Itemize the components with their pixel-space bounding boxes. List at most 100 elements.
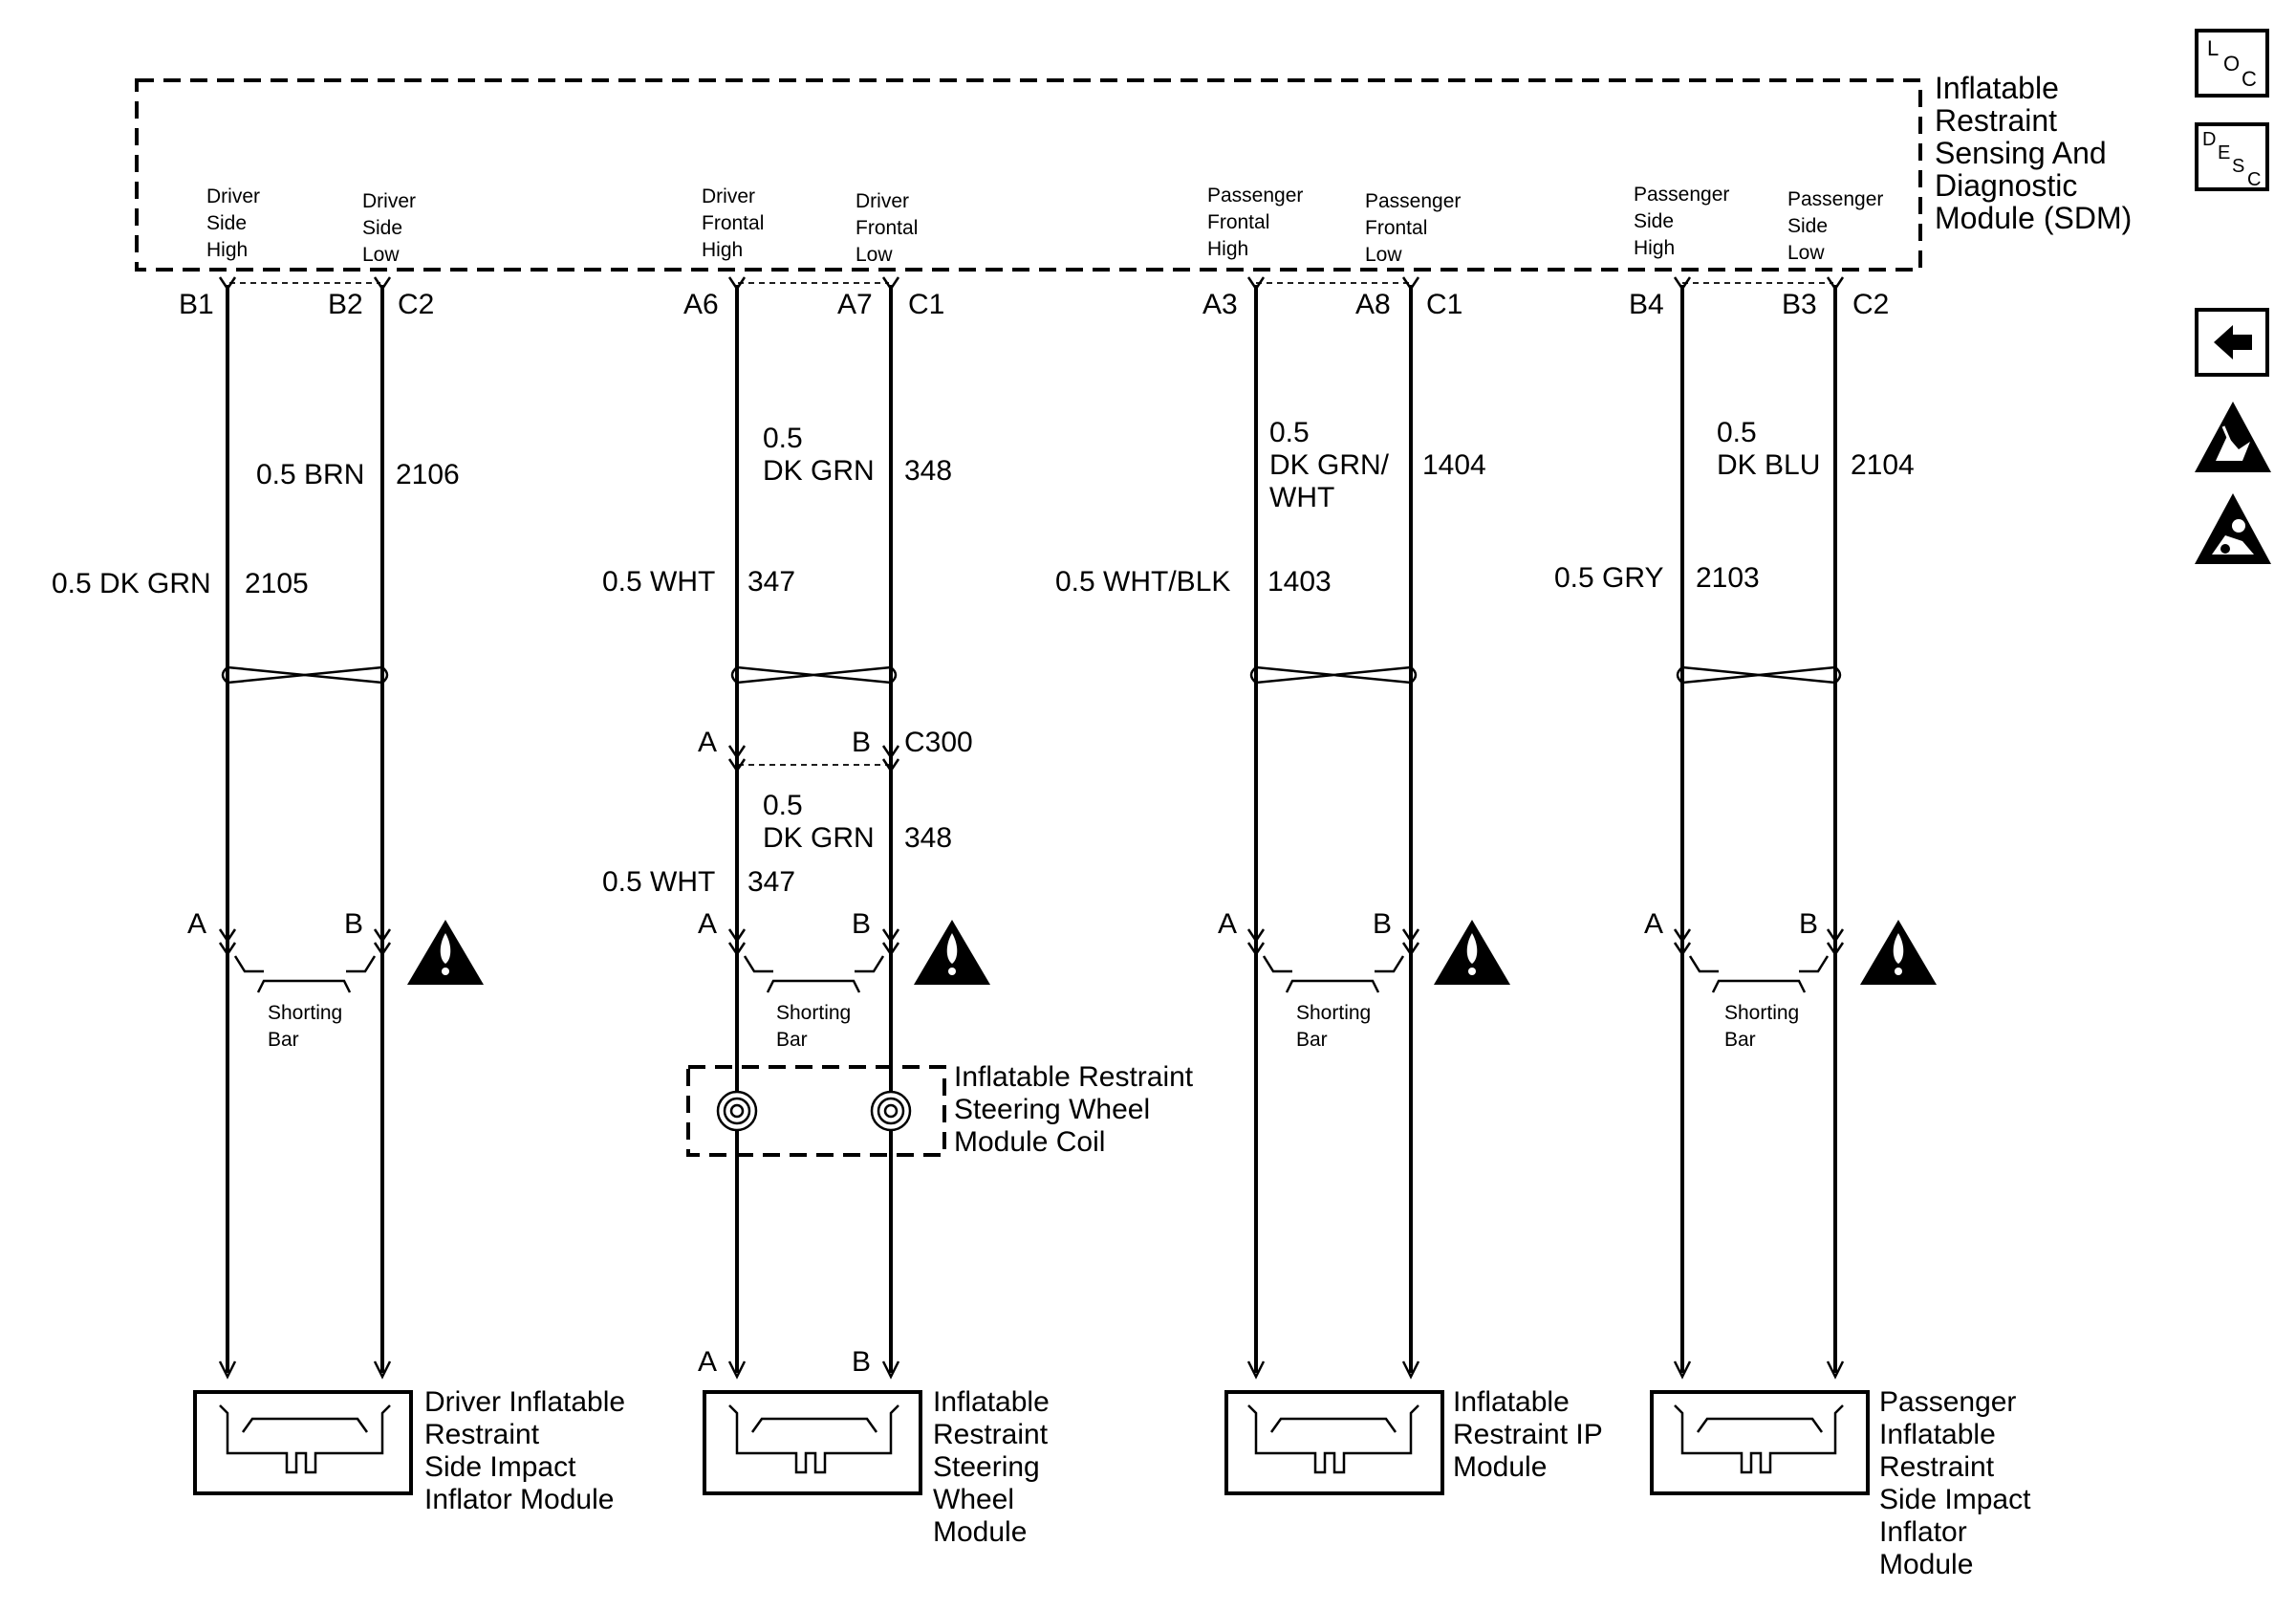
connector-body-lines	[229, 282, 1833, 766]
svg-text:Restraint: Restraint	[1879, 1451, 1995, 1483]
svg-text:B: B	[852, 727, 871, 758]
svg-text:Module: Module	[1453, 1451, 1547, 1483]
svg-text:O: O	[2223, 52, 2240, 76]
sdm-terminal-marks	[218, 276, 1845, 292]
svg-text:High: High	[206, 239, 248, 261]
svg-text:2103: 2103	[1696, 562, 1760, 594]
terminal-b-label: B	[852, 1346, 871, 1378]
svg-text:Inflator: Inflator	[1879, 1516, 1967, 1548]
svg-text:Passenger: Passenger	[1787, 188, 1883, 210]
svg-text:A: A	[1218, 908, 1237, 940]
svg-text:Shorting: Shorting	[1296, 1002, 1371, 1024]
svg-text:Bar: Bar	[1296, 1029, 1328, 1051]
svg-text:Module Coil: Module Coil	[954, 1126, 1105, 1158]
shorting-bar-ip: A B Shorting Bar	[1218, 908, 1420, 1051]
svg-text:B2: B2	[328, 289, 363, 320]
svg-text:A7: A7	[837, 289, 873, 320]
svg-text:Steering Wheel: Steering Wheel	[954, 1094, 1150, 1125]
svg-text:C1: C1	[1426, 289, 1462, 320]
back-arrow-icon[interactable]	[2195, 308, 2269, 377]
svg-text:Bar: Bar	[1724, 1029, 1756, 1051]
module-passenger-side: Passenger Inflatable Restraint Side Impa…	[1650, 1386, 2031, 1580]
warning-icon	[1860, 920, 1937, 985]
svg-text:Restraint: Restraint	[933, 1419, 1049, 1450]
svg-text:B3: B3	[1782, 289, 1817, 320]
svg-text:347: 347	[747, 566, 795, 598]
svg-text:0.5: 0.5	[763, 790, 803, 821]
svg-text:2106: 2106	[396, 459, 460, 490]
svg-text:0.5 GRY: 0.5 GRY	[1554, 562, 1664, 594]
svg-text:Passenger: Passenger	[1634, 184, 1729, 206]
svg-text:0.5: 0.5	[763, 423, 803, 454]
svg-text:C1: C1	[908, 289, 944, 320]
svg-text:Frontal: Frontal	[702, 212, 764, 234]
svg-text:1404: 1404	[1422, 449, 1486, 481]
svg-text:L: L	[2207, 36, 2219, 60]
svg-text:Restraint: Restraint	[424, 1419, 540, 1450]
svg-text:Low: Low	[856, 244, 893, 266]
svg-text:Frontal: Frontal	[856, 217, 918, 239]
svg-text:Shorting: Shorting	[268, 1002, 342, 1024]
svg-text:B: B	[852, 908, 871, 940]
svg-text:A3: A3	[1202, 289, 1238, 320]
svg-text:Side Impact: Side Impact	[424, 1451, 576, 1483]
module-steering-wheel: Inflatable Restraint Steering Wheel Modu…	[703, 1386, 1050, 1548]
svg-text:B4: B4	[1629, 289, 1664, 320]
svg-text:Restraint IP: Restraint IP	[1453, 1419, 1603, 1450]
svg-text:WHT: WHT	[1269, 482, 1334, 513]
svg-text:A: A	[1644, 908, 1663, 940]
warning-icon	[914, 920, 990, 985]
svg-text:High: High	[1634, 237, 1675, 259]
svg-text:Restraint: Restraint	[1935, 103, 2057, 138]
module-ip: Inflatable Restraint IP Module	[1224, 1386, 1603, 1495]
svg-text:Bar: Bar	[776, 1029, 808, 1051]
svg-text:Module: Module	[933, 1516, 1027, 1548]
svg-text:High: High	[702, 239, 743, 261]
svg-text:C: C	[2242, 67, 2257, 91]
svg-text:A8: A8	[1355, 289, 1391, 320]
desc-icon[interactable]: D E S C	[2195, 122, 2269, 191]
shorting-bar-driver-side: A B Shorting Bar	[187, 908, 392, 1051]
warning-icon	[407, 920, 484, 985]
svg-text:Inflatable: Inflatable	[1879, 1419, 1996, 1450]
svg-text:2105: 2105	[245, 568, 309, 599]
shorting-bar-passenger-side: A B Shorting Bar	[1644, 908, 1845, 1051]
svg-text:Driver: Driver	[206, 185, 260, 207]
svg-text:Side: Side	[206, 212, 247, 234]
sdm-module-box	[135, 78, 1922, 272]
svg-text:Shorting: Shorting	[776, 1002, 851, 1024]
svg-text:A: A	[698, 908, 717, 940]
twisted-pair-markers	[221, 665, 1842, 685]
svg-text:Frontal: Frontal	[1207, 211, 1269, 233]
wires	[226, 285, 1837, 1373]
module-driver-side: Driver Inflatable Restraint Side Impact …	[193, 1386, 625, 1515]
svg-text:Bar: Bar	[268, 1029, 299, 1051]
svg-text:Driver: Driver	[362, 190, 416, 212]
svg-text:Side: Side	[1787, 215, 1828, 237]
svg-text:Sensing And: Sensing And	[1935, 136, 2107, 170]
svg-text:0.5: 0.5	[1269, 417, 1310, 448]
svg-text:C2: C2	[398, 289, 434, 320]
svg-text:1403: 1403	[1267, 566, 1332, 598]
svg-text:A: A	[698, 727, 717, 758]
sdm-pin-labels: Driver Side High Driver Side Low Driver …	[206, 184, 1883, 266]
shorting-bar-steering-wheel: A B Shorting Bar	[698, 908, 900, 1051]
svg-text:High: High	[1207, 238, 1248, 260]
svg-text:0.5 WHT: 0.5 WHT	[602, 566, 715, 598]
svg-text:Inflatable: Inflatable	[933, 1386, 1050, 1418]
svg-text:S: S	[2232, 156, 2244, 177]
airbag-warning-icon	[2195, 493, 2271, 564]
terminal-a-label: A	[698, 1346, 717, 1378]
svg-text:Driver: Driver	[856, 190, 909, 212]
coil-dashed-box	[686, 1065, 946, 1157]
svg-text:DK GRN/: DK GRN/	[1269, 449, 1390, 481]
loc-icon[interactable]: L O C	[2195, 29, 2269, 98]
svg-text:B: B	[344, 908, 363, 940]
svg-text:Side Impact: Side Impact	[1879, 1484, 2031, 1515]
svg-text:C2: C2	[1852, 289, 1889, 320]
svg-text:A6: A6	[683, 289, 719, 320]
warning-icon	[1434, 920, 1510, 985]
svg-text:Driver Inflatable: Driver Inflatable	[424, 1386, 625, 1418]
svg-text:C300: C300	[904, 727, 973, 758]
